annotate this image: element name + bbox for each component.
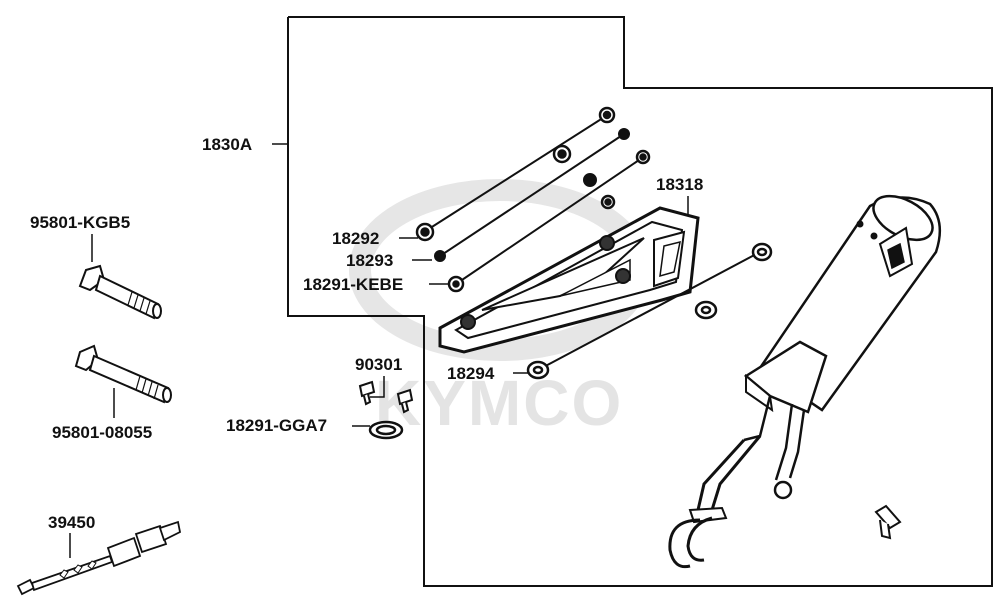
washer-18293 [434, 128, 630, 262]
washer-18294 [526, 242, 773, 380]
label-18318: 18318 [656, 175, 703, 194]
nut-18292 [415, 106, 616, 242]
heat-guard-18318 [438, 206, 700, 354]
label-95801-kgb5: 95801-KGB5 [30, 213, 130, 232]
label-95801-08055: 95801-08055 [52, 423, 152, 442]
label-39450: 39450 [48, 513, 95, 532]
assembly-boundary [287, 16, 993, 587]
muffler [668, 194, 942, 569]
leader-90301 [370, 376, 385, 398]
label-1830a: 1830A [202, 135, 252, 154]
bolt-95801-08055 [74, 344, 172, 404]
watermark-text: KYMCO [375, 367, 623, 439]
bolt-95801-kgb5 [78, 264, 162, 320]
o2-sensor-39450 [16, 520, 182, 596]
gasket-18291-gga7 [368, 420, 404, 440]
label-90301: 90301 [355, 355, 402, 374]
clip-90301 [358, 380, 414, 414]
label-18292: 18292 [332, 229, 379, 248]
label-18291-kebe: 18291-KEBE [303, 275, 403, 294]
label-18291-gga7: 18291-GGA7 [226, 416, 327, 435]
label-18294: 18294 [447, 364, 495, 383]
fastener-lines [423, 115, 761, 371]
washer-18291-kebe [447, 149, 651, 293]
muffler-clip [874, 504, 902, 540]
label-18293: 18293 [346, 251, 393, 270]
